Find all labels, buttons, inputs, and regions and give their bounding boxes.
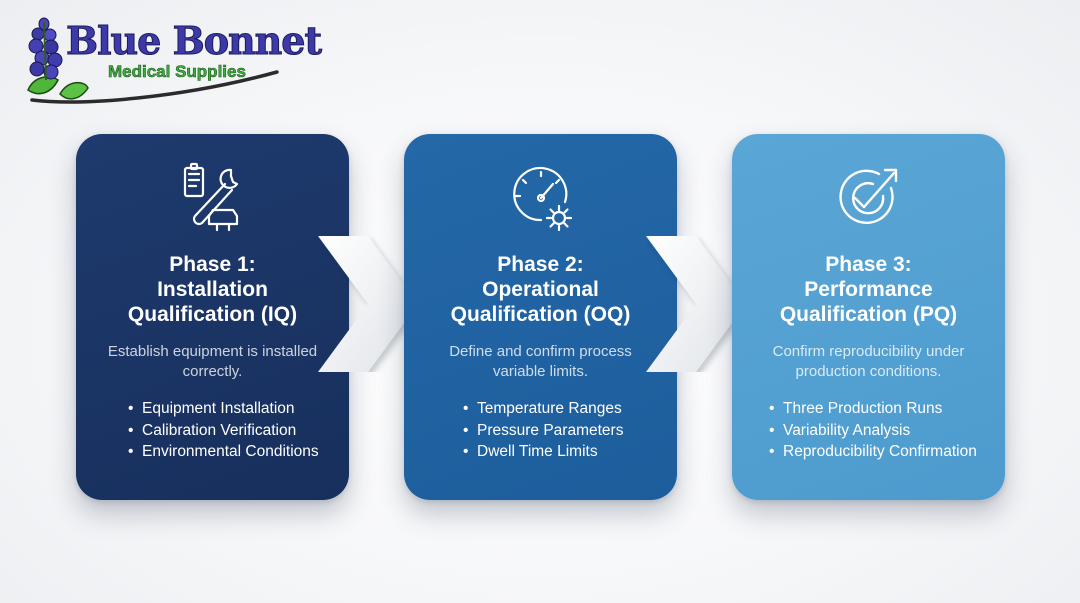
phase-title-line: Qualification (IQ): [127, 303, 298, 326]
phase-title-line: Phase 1:: [169, 253, 256, 276]
phase-list-item: Dwell Time Limits: [463, 441, 623, 463]
phase-list-item: Pressure Parameters: [463, 420, 623, 442]
phase-title: Phase 1: Installation Qualification (IQ): [76, 252, 349, 327]
phase-item-list: Equipment Installation Calibration Verif…: [128, 398, 319, 463]
phase-list-item: Environmental Conditions: [128, 441, 319, 463]
chevron-right-arrow: [646, 236, 746, 372]
chevron-right-arrow: [318, 236, 418, 372]
logo-tagline-text: Medical Supplies: [108, 62, 247, 82]
phase-card-1: Phase 1: Installation Qualification (IQ)…: [76, 134, 349, 500]
phase-title-line: Qualification (PQ): [779, 303, 958, 326]
bluebonnet-flower-icon: [27, 17, 279, 104]
phase-card-3: Phase 3: Performance Qualification (PQ) …: [732, 134, 1005, 500]
phase-list-item: Equipment Installation: [128, 398, 319, 420]
phase-description: Define and confirm process variable limi…: [449, 343, 632, 380]
phase-title-line: Phase 3:: [825, 253, 912, 276]
phase-title-line: Operational: [482, 278, 599, 301]
phase-item-list: Temperature Ranges Pressure Parameters D…: [463, 398, 623, 463]
phase-description: Establish equipment is installed correct…: [107, 343, 318, 380]
phase-list-item: Temperature Ranges: [463, 398, 623, 420]
phase-title-line: Performance: [804, 278, 933, 301]
phase-title: Phase 3: Performance Qualification (PQ): [732, 252, 1005, 327]
phase-list-item: Variability Analysis: [769, 420, 977, 442]
logo-brand-text: Blue Bonnet: [65, 18, 322, 63]
phase-title-line: Installation: [157, 278, 268, 301]
phase-title-line: Qualification (OQ): [450, 303, 631, 326]
phase-list-item: Calibration Verification: [128, 420, 319, 442]
phase-title-line: Phase 2:: [497, 253, 584, 276]
company-logo: Blue Bonnet Medical Supplies: [22, 14, 323, 106]
phase-title: Phase 2: Operational Qualification (OQ): [404, 252, 677, 327]
wrench-clipboard-icon: [183, 162, 238, 232]
phase-item-list: Three Production Runs Variability Analys…: [769, 398, 977, 463]
check-target-icon: [838, 168, 897, 225]
phase-list-item: Reproducibility Confirmation: [769, 441, 977, 463]
phase-card-2: Phase 2: Operational Qualification (OQ) …: [404, 134, 677, 500]
gauge-gear-icon: [512, 166, 572, 232]
phase-description: Confirm reproducibility under production…: [772, 343, 965, 380]
phase-list-item: Three Production Runs: [769, 398, 977, 420]
